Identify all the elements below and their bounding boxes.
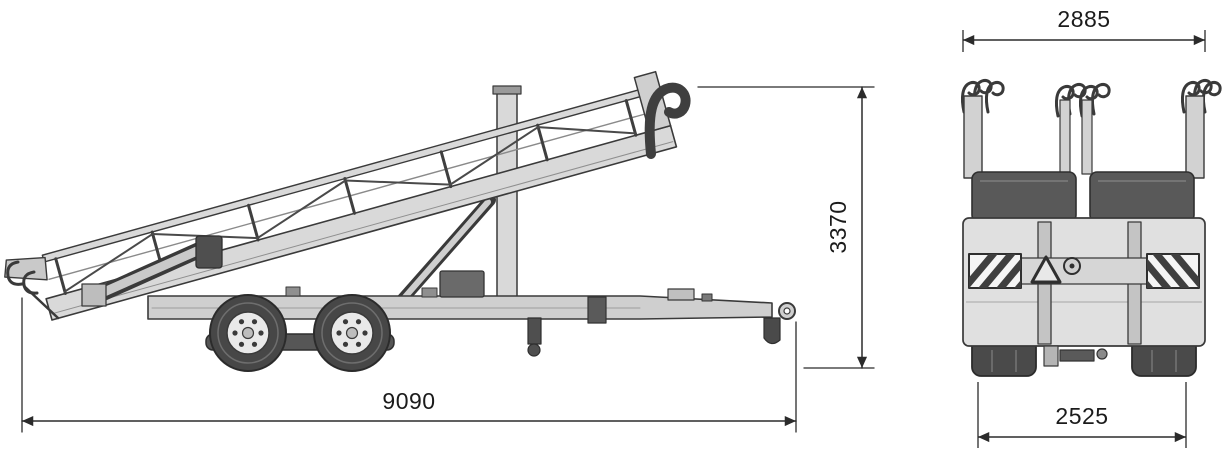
bed-underside-panels [971,171,1195,223]
speed-badge-icon [1063,257,1081,275]
warning-triangle-icon [1030,255,1062,284]
bed-tail-hooks [6,260,60,320]
wheel-rear [209,294,287,372]
parking-jack [527,317,542,357]
bed-pillars [963,95,1205,179]
tipping-cylinder [396,194,496,306]
dim-width-overall: 2885 [962,6,1206,52]
bed-bracing [63,126,637,293]
hazard-board-left-icon [968,253,1022,289]
rear-view: 2885 2525 [960,6,1222,448]
dim-width-track: 2525 [977,382,1187,448]
small-box [421,287,438,298]
height-dimension-label: 3370 [825,200,851,253]
chassis-frame [147,286,773,324]
length-dimension-label: 9090 [382,388,435,414]
side-view: 9090 3370 [4,70,875,433]
lift-arm [81,235,223,307]
bed-stakes [54,99,638,295]
toolbox [439,270,485,298]
dim-length: 9090 [21,297,797,433]
width-overall-dimension-label: 2885 [1057,6,1110,32]
hazard-board-right-icon [1146,253,1200,289]
lift-hook [644,82,691,159]
underbody-parts [1043,345,1108,367]
hitch-eye [763,302,796,345]
dim-height: 3370 [697,86,875,369]
wheel-front [313,294,391,372]
width-track-dimension-label: 2525 [1055,403,1108,429]
